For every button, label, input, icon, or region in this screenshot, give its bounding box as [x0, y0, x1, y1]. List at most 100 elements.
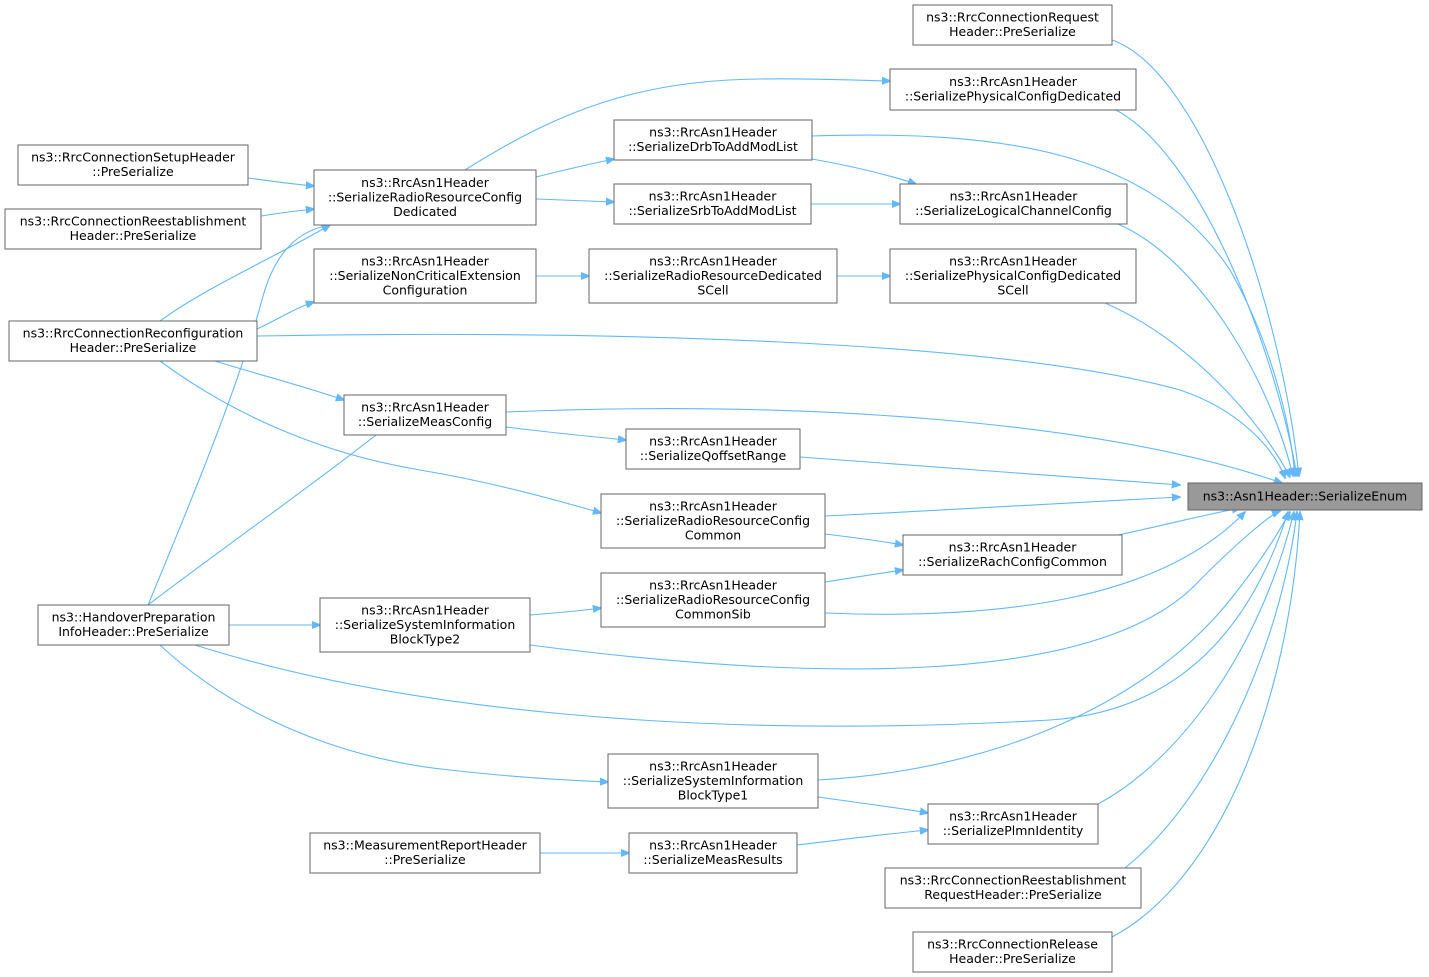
node-label-line: ns3::RrcAsn1Header: [949, 253, 1078, 268]
node-root[interactable]: ns3::Asn1Header::SerializeEnum: [1187, 482, 1423, 511]
node-srb[interactable]: ns3::RrcAsn1Header::SerializeSrbToAddMod…: [613, 183, 812, 225]
node-label-line: Header::PreSerialize: [949, 951, 1076, 966]
edge-handoverPre-to-rrcDed: [147, 225, 330, 606]
node-physDed[interactable]: ns3::RrcAsn1Header::SerializePhysicalCon…: [889, 68, 1137, 111]
node-reqPre[interactable]: ns3::RrcConnectionRequestHeader::PreSeri…: [912, 4, 1113, 46]
node-box: [884, 867, 1142, 909]
node-measRes[interactable]: ns3::RrcAsn1Header::SerializeMeasResults: [628, 832, 798, 874]
node-label-line: Header::PreSerialize: [70, 340, 197, 355]
node-label-line: ns3::RrcConnectionRequest: [926, 10, 1099, 25]
node-label-line: ns3::RrcAsn1Header: [649, 125, 778, 140]
edge-drb-to-logCh: [811, 158, 916, 184]
node-rach[interactable]: ns3::RrcAsn1Header::SerializeRachConfigC…: [902, 534, 1123, 576]
node-logCh[interactable]: ns3::RrcAsn1Header::SerializeLogicalChan…: [899, 183, 1128, 225]
node-label-line: ::SerializeMeasResults: [643, 852, 782, 867]
node-label-line: BlockType1: [678, 787, 748, 802]
node-label-line: ns3::RrcAsn1Header: [949, 540, 1078, 555]
node-box: [912, 4, 1113, 46]
node-box: [309, 832, 541, 874]
edge-reconfPre-to-rrcDed: [159, 225, 330, 322]
edge-reconfPre-to-rrcCommon: [159, 360, 601, 513]
node-label-line: ns3::MeasurementReportHeader: [323, 838, 527, 853]
node-label-line: CommonSib: [675, 606, 751, 621]
node-nonCrit[interactable]: ns3::RrcAsn1Header::SerializeNonCritical…: [313, 248, 537, 304]
node-measCfg[interactable]: ns3::RrcAsn1Header::SerializeMeasConfig: [343, 394, 507, 436]
node-box: [37, 604, 230, 646]
node-label-line: ::SerializeRadioResourceConfig: [616, 592, 810, 607]
node-label-line: ::SerializeDrbToAddModList: [628, 139, 798, 154]
edge-rrcCommonSib-to-rach: [824, 570, 903, 583]
node-sib1[interactable]: ns3::RrcAsn1Header::SerializeSystemInfor…: [607, 753, 819, 809]
node-label-line: ns3::RrcAsn1Header: [361, 253, 490, 268]
edge-reestPre-to-rrcDed: [260, 209, 314, 217]
node-label-line: InfoHeader::PreSerialize: [58, 624, 209, 639]
node-label-line: ns3::RrcConnectionSetupHeader: [31, 150, 236, 165]
edge-qoff-to-root: [799, 456, 1180, 485]
edge-rrcDed-to-drb: [535, 159, 614, 178]
node-label-line: SCell: [997, 282, 1028, 297]
node-box: [613, 183, 812, 225]
node-reestReqPre[interactable]: ns3::RrcConnectionReestablishmentRequest…: [884, 867, 1142, 909]
edge-reestReqPre-to-root: [1124, 512, 1297, 869]
node-drb[interactable]: ns3::RrcAsn1Header::SerializeDrbToAddMod…: [613, 119, 813, 161]
node-releasePre[interactable]: ns3::RrcConnectionReleaseHeader::PreSeri…: [912, 931, 1113, 973]
node-physDedSCell[interactable]: ns3::RrcAsn1Header::SerializePhysicalCon…: [889, 248, 1137, 304]
node-label-line: ns3::RrcAsn1Header: [649, 838, 778, 853]
edge-rrcDed-to-physDed: [464, 79, 890, 171]
edge-physDed-to-root: [1111, 107, 1297, 476]
node-measRepPre[interactable]: ns3::MeasurementReportHeader::PreSeriali…: [309, 832, 541, 874]
edge-setupPre-to-rrcDed: [247, 177, 314, 186]
node-label-line: ns3::RrcAsn1Header: [949, 74, 1078, 89]
node-reestPre[interactable]: ns3::RrcConnectionReestablishmentHeader:…: [4, 208, 262, 250]
node-label-line: Header::PreSerialize: [70, 228, 197, 243]
node-box: [17, 144, 249, 186]
edge-sib1-to-plmn: [817, 796, 928, 813]
node-box: [319, 597, 531, 653]
node-label-line: ::PreSerialize: [384, 852, 466, 867]
node-rrcCommon[interactable]: ns3::RrcAsn1Header::SerializeRadioResour…: [600, 493, 826, 549]
node-sib2[interactable]: ns3::RrcAsn1Header::SerializeSystemInfor…: [319, 597, 531, 653]
node-plmn[interactable]: ns3::RrcAsn1Header::SerializePlmnIdentit…: [927, 803, 1099, 845]
node-label-line: ::SerializeSystemInformation: [335, 617, 516, 632]
node-label-line: ::SerializeSystemInformation: [623, 773, 804, 788]
node-label-line: ::SerializeNonCriticalExtension: [329, 268, 521, 283]
node-label-line: ::SerializeRachConfigCommon: [918, 554, 1107, 569]
edge-handoverPre-to-root: [194, 512, 1288, 727]
node-label-line: ::SerializePhysicalConfigDedicated: [905, 268, 1121, 283]
node-reconfPre[interactable]: ns3::RrcConnectionReconfigurationHeader:…: [8, 320, 258, 362]
node-box: [600, 493, 826, 549]
node-box: [607, 753, 819, 809]
node-box: [8, 320, 258, 362]
node-rrcDedSCell[interactable]: ns3::RrcAsn1Header::SerializeRadioResour…: [588, 248, 838, 304]
node-box: [613, 119, 813, 161]
node-box: [4, 208, 262, 250]
node-box: [313, 248, 537, 304]
edge-handoverPre-to-measCfg: [147, 420, 395, 606]
node-label-line: ns3::Asn1Header::SerializeEnum: [1203, 488, 1407, 503]
node-box: [625, 428, 801, 470]
node-handoverPre[interactable]: ns3::HandoverPreparationInfoHeader::PreS…: [37, 604, 230, 646]
edge-rrcDed-to-srb: [535, 199, 614, 202]
node-box: [600, 572, 826, 628]
edge-sib1-to-root: [817, 512, 1290, 781]
node-rrcDed[interactable]: ns3::RrcAsn1Header::SerializeRadioResour…: [313, 169, 537, 226]
node-label-line: Common: [685, 527, 741, 542]
node-label-line: ns3::RrcAsn1Header: [649, 253, 778, 268]
edge-plmn-to-root: [1097, 512, 1294, 805]
node-box: [628, 832, 798, 874]
node-box: [313, 169, 537, 226]
node-label-line: ::SerializeQoffsetRange: [640, 448, 787, 463]
edge-logCh-to-root: [1117, 223, 1293, 476]
node-label-line: ns3::RrcAsn1Header: [649, 498, 778, 513]
node-label-line: ::PreSerialize: [92, 164, 174, 179]
node-qoff[interactable]: ns3::RrcAsn1Header::SerializeQoffsetRang…: [625, 428, 801, 470]
node-label-line: ns3::RrcAsn1Header: [649, 189, 778, 204]
node-box: [927, 803, 1099, 845]
node-box: [899, 183, 1128, 225]
node-box: [343, 394, 507, 436]
node-setupPre[interactable]: ns3::RrcConnectionSetupHeader::PreSerial…: [17, 144, 249, 186]
node-rrcCommonSib[interactable]: ns3::RrcAsn1Header::SerializeRadioResour…: [600, 572, 826, 628]
node-label-line: ::SerializeMeasConfig: [358, 414, 492, 429]
node-box: [902, 534, 1123, 576]
